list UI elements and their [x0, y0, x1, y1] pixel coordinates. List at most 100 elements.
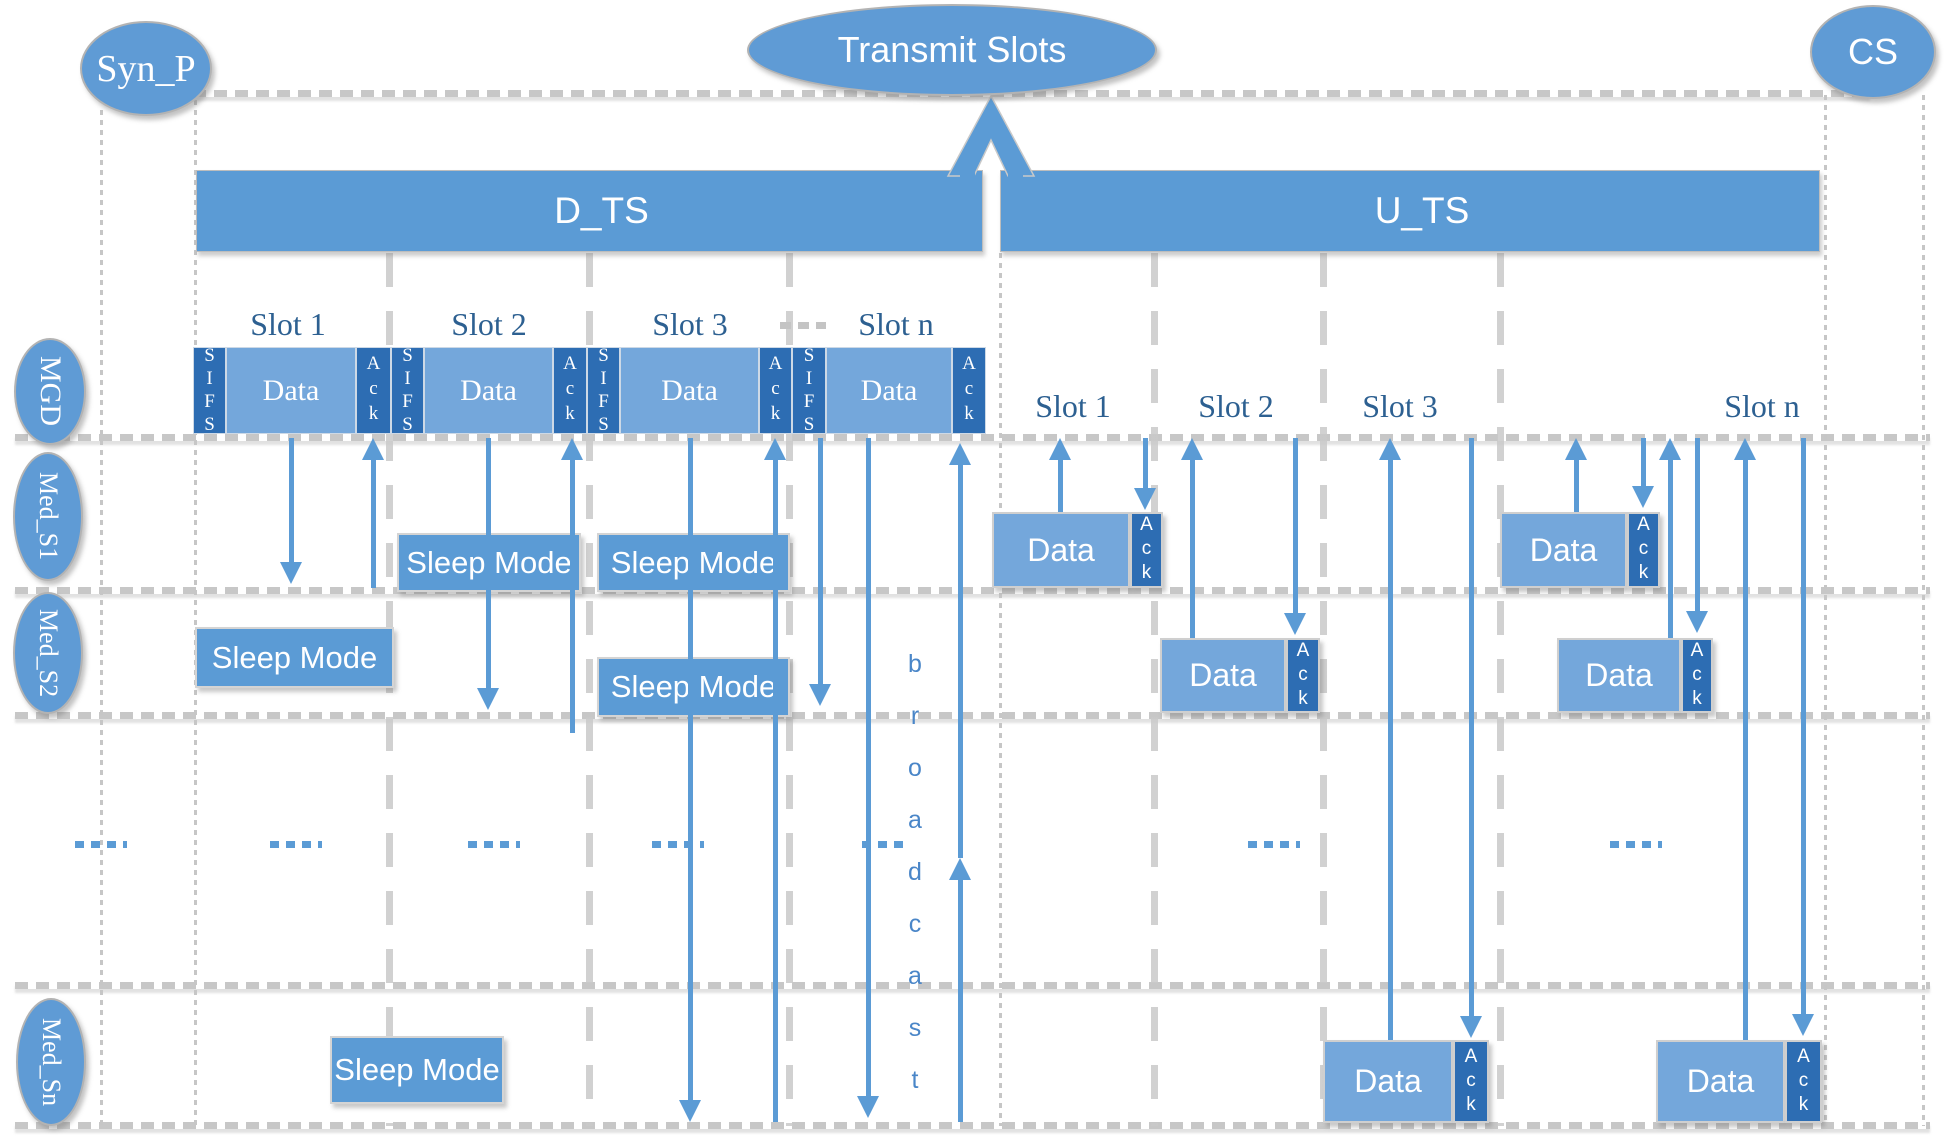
- uts-slotn-data-med-sn: Data: [1656, 1040, 1785, 1123]
- sifs-text: SIFS: [593, 344, 614, 437]
- sleep-box-med-sn: Sleep Mode: [330, 1036, 504, 1104]
- arrow-dtsn-data-down-a: [818, 438, 823, 684]
- mgd-lane-line: [15, 434, 1930, 441]
- continuation-dots-2: [270, 841, 322, 848]
- data-text: Data: [1027, 531, 1095, 568]
- arrow-uts2-data-up: [1190, 460, 1195, 638]
- arrowhead-up-icon: [1379, 438, 1401, 460]
- uts-slot2-label: Slot 2: [1198, 388, 1274, 424]
- ack-text: Ack: [1136, 514, 1157, 586]
- arrowhead-down-icon: [679, 1100, 701, 1122]
- uts-slotn-data-med-s1: Data: [1500, 512, 1627, 588]
- uts-slot2-ack-med-s2: Ack: [1286, 638, 1320, 713]
- syn-p-drop-line: [100, 110, 103, 1126]
- uts-slotn-data-med-s2: Data: [1557, 638, 1681, 713]
- arrow-utsn-s2-data-up: [1668, 460, 1673, 638]
- data-text: Data: [1585, 657, 1653, 693]
- med-s2-lane-line: [15, 712, 1930, 719]
- arrowhead-up-icon: [362, 438, 384, 460]
- arrowhead-up-icon: [1734, 438, 1756, 460]
- uts-slot3-data-med-sn: Data: [1323, 1040, 1453, 1123]
- dts-slot1-divider: [386, 253, 393, 1126]
- node-cs: CS: [1810, 5, 1936, 99]
- ack-text: Ack: [1460, 1045, 1482, 1118]
- mgd-slot3-data: Data: [620, 347, 759, 434]
- arrowhead-up-icon: [561, 438, 583, 460]
- uts-slot2-divider: [1320, 253, 1327, 1126]
- arrow-uts1-data-up: [1058, 460, 1063, 512]
- uts-slot3-ack-med-sn: Ack: [1453, 1040, 1489, 1123]
- data-text: Data: [860, 373, 918, 407]
- lane-node-mgd: MGD: [14, 338, 86, 445]
- ack-text: Ack: [1793, 1045, 1814, 1118]
- arrow-utsn-sn-data-up: [1743, 460, 1748, 1040]
- uts-slot3-divider: [1497, 253, 1504, 1126]
- uts-bar-label: U_TS: [1374, 190, 1470, 231]
- arrow-dts1-data-down: [289, 438, 294, 562]
- continuation-dots-1: [75, 841, 127, 848]
- uts-slotn-ack-med-sn: Ack: [1785, 1040, 1822, 1123]
- broadcast-label: broadcast: [901, 650, 929, 1118]
- arrow-dts1-ack-up: [371, 460, 376, 588]
- cs-label: CS: [1847, 31, 1898, 72]
- dts-bar-label: D_TS: [554, 190, 649, 231]
- arrowhead-down-icon: [1632, 486, 1654, 508]
- arrow-uts3-ack-down: [1469, 438, 1474, 1016]
- dts-slot2-divider: [586, 253, 593, 1126]
- med-sn-label: Med_Sn: [37, 1017, 66, 1107]
- mgd-slot1-sifs: SIFS: [193, 344, 226, 437]
- mgd-slot1-data: Data: [226, 347, 356, 434]
- chevron-right-leg: [1008, 172, 1023, 250]
- arrow-uts1-ack-down: [1143, 438, 1148, 488]
- chevron-up-icon: [946, 94, 1036, 177]
- lane-node-med-s2: Med_S2: [13, 592, 83, 714]
- arrowhead-up-icon: [1659, 438, 1681, 460]
- continuation-dots-3: [468, 841, 520, 848]
- dts-slotn-label: Slot n: [858, 306, 934, 342]
- arrow-dts3-data-down: [688, 438, 693, 1100]
- arrow-broadcast-up-lower: [958, 880, 963, 1122]
- arrowhead-down-icon: [857, 1096, 879, 1118]
- arrow-utsn-sn-ack-down: [1801, 438, 1806, 1014]
- arrow-uts3-data-up: [1388, 460, 1393, 1040]
- dts-slot3-label: Slot 3: [652, 306, 728, 342]
- mgd-label: MGD: [34, 356, 67, 427]
- uts-slot1-data-med-s1: Data: [992, 512, 1130, 588]
- syn-p-label: Syn_P: [96, 47, 196, 90]
- ack-text: Ack: [1292, 639, 1314, 712]
- ack-text: Ack: [363, 353, 384, 428]
- uts-slot1-divider: [1151, 253, 1158, 1126]
- data-text: Data: [1354, 1063, 1422, 1099]
- arrow-dts2-data-down: [486, 438, 491, 688]
- transmit-slots-label: Transmit Slots: [837, 29, 1067, 70]
- ack-text: Ack: [765, 353, 786, 428]
- uts-bar: U_TS: [1000, 170, 1820, 252]
- arrow-broadcast-up-upper: [958, 465, 963, 858]
- arrow-utsn-s2-ack-down: [1695, 438, 1700, 611]
- sifs-text: SIFS: [199, 344, 220, 437]
- arrowhead-up-icon: [1049, 438, 1071, 460]
- uts-slot2-data-med-s2: Data: [1160, 638, 1286, 713]
- arrow-dts2-ack-up: [570, 460, 575, 733]
- arrowhead-down-icon: [1792, 1014, 1814, 1036]
- arrowhead-up-icon: [949, 858, 971, 880]
- med-s1-lane-line: [15, 587, 1930, 594]
- uts-slot3-label: Slot 3: [1362, 388, 1438, 424]
- arrowhead-down-icon: [1284, 613, 1306, 635]
- mgd-slot2-ack: Ack: [553, 347, 587, 434]
- uts-slotn-label: Slot n: [1724, 388, 1800, 424]
- ack-text: Ack: [1633, 514, 1654, 586]
- dts-slot1-label: Slot 1: [250, 306, 326, 342]
- uts-slotn-ack-med-s2: Ack: [1681, 638, 1713, 713]
- lane-node-med-sn: Med_Sn: [16, 998, 86, 1126]
- sleep-box-med-s2-b: Sleep Mode: [597, 657, 790, 717]
- node-transmit-slots: Transmit Slots: [747, 4, 1157, 96]
- ack-text: Ack: [559, 353, 581, 428]
- mgd-slot2-data: Data: [424, 347, 553, 434]
- lane-node-med-s1: Med_S1: [13, 452, 83, 581]
- data-text: Data: [661, 373, 718, 407]
- node-syn-p: Syn_P: [80, 21, 212, 116]
- arrowhead-up-icon: [1181, 438, 1203, 460]
- continuation-dots-6: [1248, 841, 1300, 848]
- arrowhead-down-icon: [1134, 488, 1156, 510]
